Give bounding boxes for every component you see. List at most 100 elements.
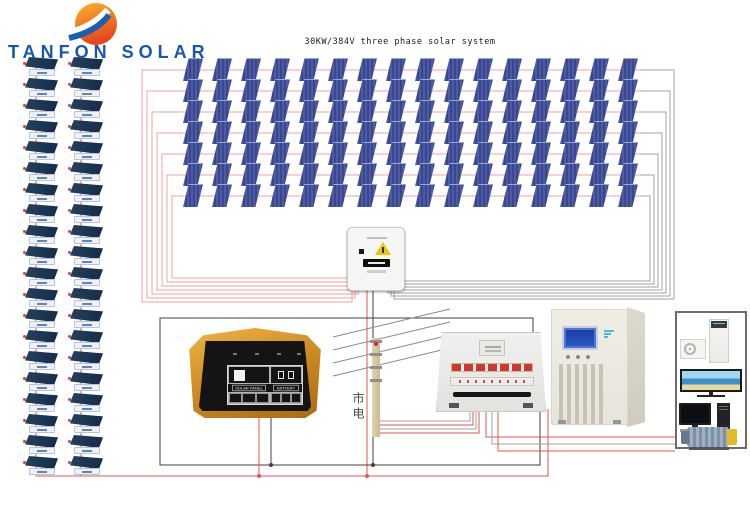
pv-combiner-box bbox=[347, 227, 405, 291]
motor-icon bbox=[681, 427, 741, 450]
solar-panel bbox=[67, 99, 107, 118]
solar-panel bbox=[241, 184, 261, 207]
solar-panel bbox=[241, 121, 261, 144]
crossarm-fitting bbox=[370, 366, 382, 369]
solar-panel bbox=[22, 246, 62, 265]
solar-panel bbox=[589, 163, 609, 186]
solar-panel bbox=[212, 163, 232, 186]
solar-panel bbox=[22, 393, 62, 412]
solar-panel bbox=[183, 58, 203, 81]
solar-panel bbox=[67, 204, 107, 223]
solar-panel bbox=[560, 163, 580, 186]
combiner-switch bbox=[359, 249, 364, 254]
solar-panel bbox=[299, 184, 319, 207]
terminal-block bbox=[228, 392, 270, 404]
solar-panel bbox=[22, 414, 62, 433]
solar-panel bbox=[618, 58, 638, 81]
solar-panel bbox=[357, 184, 377, 207]
solar-panel bbox=[618, 79, 638, 102]
cabinet-button bbox=[586, 355, 590, 359]
terminal-row bbox=[450, 377, 534, 386]
solar-panel bbox=[299, 142, 319, 165]
solar-panel bbox=[328, 184, 348, 207]
cabinet-button bbox=[566, 355, 570, 359]
solar-panel bbox=[560, 142, 580, 165]
solar-panel bbox=[270, 100, 290, 123]
solar-panel bbox=[67, 246, 107, 265]
solar-panel bbox=[357, 121, 377, 144]
solar-panel bbox=[415, 58, 435, 81]
air-conditioner-icon bbox=[709, 319, 729, 363]
solar-panel bbox=[67, 267, 107, 286]
inverter-cabinet bbox=[551, 307, 645, 427]
controller-indicator bbox=[233, 353, 237, 355]
solar-panel bbox=[618, 184, 638, 207]
solar-panel bbox=[531, 142, 551, 165]
solar-panel bbox=[183, 163, 203, 186]
solar-panel bbox=[67, 393, 107, 412]
solar-panel bbox=[502, 100, 522, 123]
solar-panel bbox=[415, 184, 435, 207]
solar-panel bbox=[67, 225, 107, 244]
solar-panel bbox=[22, 57, 62, 76]
solar-panel bbox=[22, 351, 62, 370]
solar-input-cell bbox=[228, 366, 270, 384]
solar-panel bbox=[183, 79, 203, 102]
solar-panel bbox=[618, 163, 638, 186]
connection-dot bbox=[374, 342, 378, 346]
solar-panel bbox=[618, 142, 638, 165]
solar-panel bbox=[67, 435, 107, 454]
solar-panel bbox=[270, 142, 290, 165]
solar-panel bbox=[473, 142, 493, 165]
solar-panel bbox=[270, 58, 290, 81]
ventilation-slots bbox=[559, 364, 607, 424]
crossarm-fitting bbox=[370, 353, 382, 356]
solar-panel bbox=[270, 163, 290, 186]
cabinet-side bbox=[627, 307, 645, 427]
sun-swoosh-logo-icon bbox=[68, 3, 117, 45]
solar-panel bbox=[560, 100, 580, 123]
solar-panel bbox=[22, 183, 62, 202]
solar-panel bbox=[328, 100, 348, 123]
solar-panel bbox=[212, 58, 232, 81]
solar-panel bbox=[67, 78, 107, 97]
solar-panel bbox=[328, 121, 348, 144]
controller-indicator bbox=[277, 353, 281, 355]
solar-panel bbox=[531, 79, 551, 102]
ac-outdoor-unit-icon bbox=[680, 339, 706, 359]
solar-panel bbox=[357, 100, 377, 123]
cabinet-front bbox=[551, 309, 628, 425]
breaker-row bbox=[451, 363, 533, 372]
solar-panel bbox=[67, 309, 107, 328]
solar-panel bbox=[357, 142, 377, 165]
solar-panel bbox=[67, 372, 107, 391]
solar-panel bbox=[241, 79, 261, 102]
solar-panel bbox=[444, 184, 464, 207]
solar-panel bbox=[22, 330, 62, 349]
solar-panel bbox=[502, 142, 522, 165]
solar-panel bbox=[67, 162, 107, 181]
solar-panel bbox=[386, 58, 406, 81]
solar-panel bbox=[386, 79, 406, 102]
solar-panel bbox=[241, 163, 261, 186]
solar-panel bbox=[241, 142, 261, 165]
solar-panel bbox=[386, 184, 406, 207]
solar-panel bbox=[386, 142, 406, 165]
cabinet-foot bbox=[613, 420, 621, 424]
solar-panel bbox=[67, 330, 107, 349]
solar-panel bbox=[67, 141, 107, 160]
solar-panel bbox=[328, 163, 348, 186]
solar-panel bbox=[415, 163, 435, 186]
solar-panel bbox=[183, 142, 203, 165]
panel-icon bbox=[234, 370, 245, 381]
solar-panel bbox=[299, 58, 319, 81]
solar-panel bbox=[270, 184, 290, 207]
solar-panel bbox=[502, 184, 522, 207]
solar-panel bbox=[67, 414, 107, 433]
solar-panel bbox=[415, 121, 435, 144]
solar-panel bbox=[415, 100, 435, 123]
solar-panel bbox=[212, 142, 232, 165]
combiner-label-text bbox=[367, 237, 387, 239]
combiner-sub-label bbox=[367, 270, 386, 273]
